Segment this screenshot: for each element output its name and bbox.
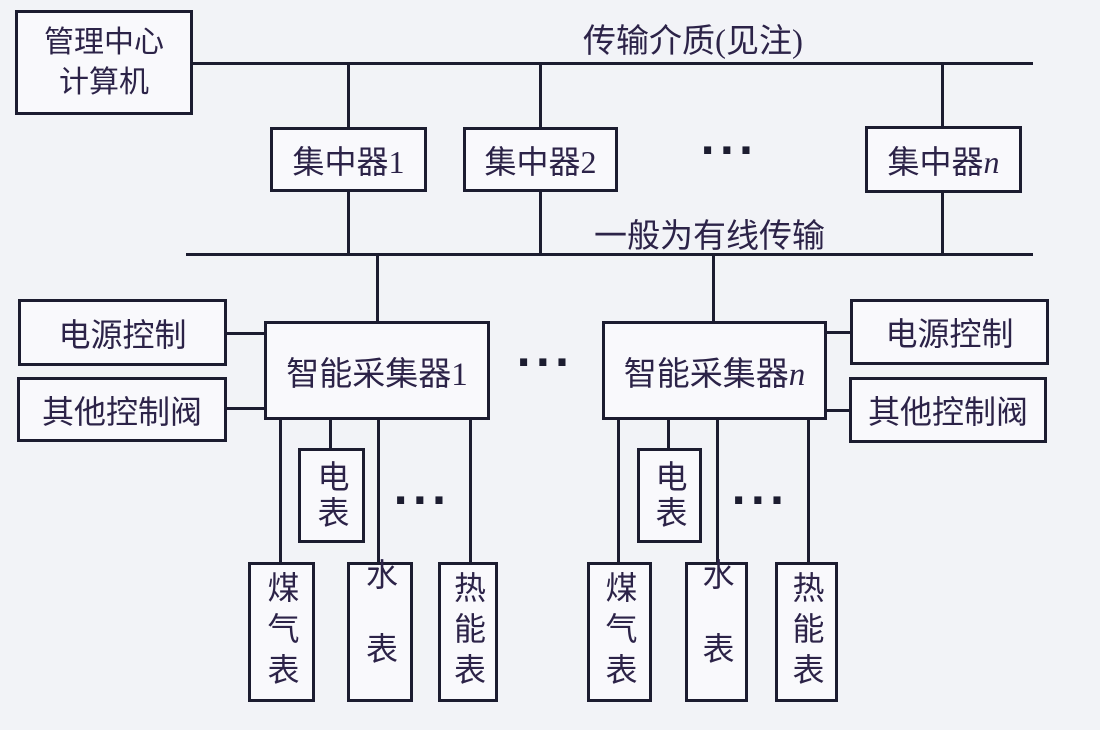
connector-other-valve-right	[827, 409, 849, 412]
connector-power-control-right	[827, 331, 850, 334]
electric-meter-left-box: 电表	[298, 448, 365, 543]
water-meter-right-label: 水表	[698, 558, 735, 706]
water-meter-left-box: 水表	[347, 558, 413, 706]
concentrator-2-box: 集中器2	[463, 127, 618, 192]
ellipsis-concentrators: ···	[700, 128, 758, 174]
connector-other-valve-left	[227, 407, 264, 410]
power-control-left-box: 电源控制	[18, 299, 227, 366]
concentrator-2-label: 集中器2	[484, 143, 597, 180]
management-computer-label-line2: 计算机	[59, 65, 149, 99]
connector-topbus-concentrator-1	[347, 65, 350, 127]
gas-meter-left-box: 煤气表	[248, 562, 315, 702]
top-bus-line	[193, 62, 1033, 65]
connector-concentrator-n-lowerbus	[941, 193, 944, 253]
connector-collector1-water-meter	[377, 420, 380, 564]
heat-meter-right-box: 热能表	[775, 562, 838, 702]
heat-meter-left-box: 热能表	[438, 562, 498, 702]
connector-collectorn-electric-meter	[667, 420, 670, 448]
concentrator-n-prefix: 集中器	[887, 143, 984, 180]
smart-collector-n-prefix: 智能采集器	[623, 356, 789, 393]
connector-collectorn-water-meter	[716, 420, 719, 564]
heat-meter-right-label: 热能表	[788, 570, 825, 694]
power-control-right-box: 电源控制	[850, 299, 1049, 365]
electric-meter-right-label: 电表	[651, 459, 688, 532]
gas-meter-left-label: 煤气表	[263, 570, 300, 694]
concentrator-n-box: 集中器n	[865, 126, 1022, 193]
smart-collector-n-suffix: n	[788, 356, 806, 393]
connector-collector1-heat-meter	[469, 420, 472, 564]
heat-meter-left-label: 热能表	[450, 570, 486, 694]
concentrator-n-suffix: n	[983, 143, 1000, 180]
gas-meter-right-label: 煤气表	[601, 570, 638, 694]
wired-transmission-label: 一般为有线传输	[594, 219, 825, 255]
power-control-left-label: 电源控制	[58, 316, 187, 353]
connector-collector1-electric-meter	[329, 420, 332, 448]
transmission-medium-label: 传输介质(见注)	[583, 24, 803, 60]
gas-meter-right-box: 煤气表	[587, 562, 652, 702]
concentrator-1-label: 集中器1	[292, 143, 405, 180]
connector-collectorn-heat-meter	[807, 420, 810, 564]
ellipsis-collectors: ···	[516, 340, 574, 386]
connector-concentrator-1-lowerbus	[347, 192, 350, 253]
other-control-valve-left-label: 其他控制阀	[41, 393, 202, 430]
smart-collector-n-label: 智能采集器n	[624, 347, 806, 395]
ellipsis-meters-right: ···	[731, 478, 789, 524]
smart-collector-1-box: 智能采集器1	[264, 321, 490, 420]
connector-lowerbus-collector-1	[376, 256, 379, 321]
connector-power-control-left	[227, 332, 264, 335]
connector-topbus-concentrator-n	[941, 65, 944, 126]
electric-meter-right-box: 电表	[637, 448, 702, 543]
other-control-valve-right-box: 其他控制阀	[849, 377, 1047, 443]
water-meter-right-box: 水表	[685, 558, 748, 706]
connector-collector1-gas-meter	[279, 420, 282, 564]
management-computer-box: 管理中心 计算机	[15, 10, 193, 115]
electric-meter-left-label: 电表	[313, 459, 350, 532]
concentrator-n-label: 集中器n	[887, 137, 999, 183]
power-control-right-label: 电源控制	[885, 316, 1014, 352]
connector-collectorn-gas-meter	[617, 420, 620, 564]
ellipsis-meters-left: ···	[393, 478, 451, 524]
connector-topbus-concentrator-2	[539, 65, 542, 127]
other-control-valve-left-box: 其他控制阀	[17, 377, 227, 442]
other-control-valve-right-label: 其他控制阀	[867, 394, 1028, 430]
management-computer-label-line1: 管理中心	[44, 25, 164, 59]
smart-collector-1-label: 智能采集器1	[286, 356, 468, 393]
concentrator-1-box: 集中器1	[270, 127, 427, 192]
connector-concentrator-2-lowerbus	[539, 192, 542, 253]
lower-bus-line	[186, 253, 1033, 256]
connector-lowerbus-collector-n	[712, 256, 715, 321]
smart-collector-n-box: 智能采集器n	[602, 321, 827, 420]
water-meter-left-label: 水表	[362, 558, 398, 706]
